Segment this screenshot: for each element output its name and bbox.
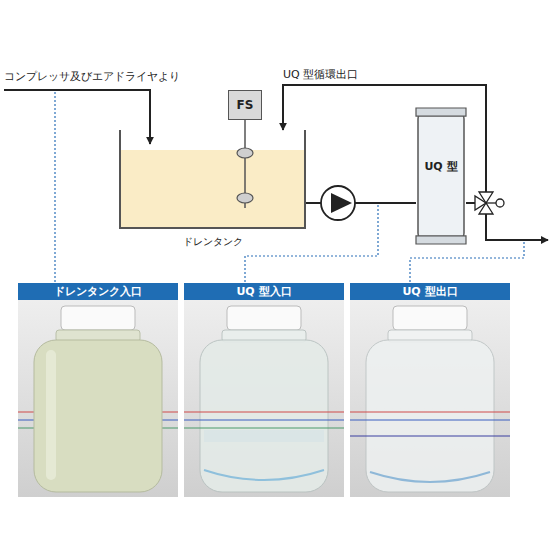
vessel-body bbox=[418, 113, 464, 238]
sample-leader bbox=[410, 242, 524, 283]
drain-liquid bbox=[121, 150, 304, 227]
sample-photo bbox=[18, 300, 178, 497]
float-ball bbox=[237, 148, 253, 158]
pump-symbol bbox=[331, 193, 352, 213]
inlet-pipe bbox=[4, 90, 150, 144]
sample-photo bbox=[350, 300, 510, 497]
node-label: FS bbox=[237, 98, 254, 112]
valve-symbol bbox=[486, 202, 496, 203]
float-ball bbox=[237, 193, 253, 203]
sample-header: UQ 型出口 bbox=[350, 283, 510, 300]
tank-outline bbox=[120, 130, 305, 228]
vessel-flange bbox=[416, 108, 466, 116]
vessel-flange bbox=[416, 236, 466, 244]
uq-vessel: UQ 型 bbox=[416, 108, 466, 244]
source-note: コンプレッサ及びエアドライヤより bbox=[4, 70, 180, 84]
sample-photo bbox=[184, 300, 344, 497]
sample-leader bbox=[245, 205, 378, 283]
sample-title: UQ 型出口 bbox=[402, 285, 457, 298]
outlet-pipe bbox=[486, 214, 548, 240]
tank-outline bbox=[120, 130, 305, 228]
sample-leader bbox=[54, 92, 55, 283]
node-label: UQ 型 bbox=[424, 160, 457, 173]
pipe-label: UQ 型循環出口 bbox=[283, 68, 358, 82]
sample-header: ドレンタンク入口 bbox=[18, 283, 178, 300]
vessel-outline bbox=[416, 108, 466, 244]
sample-header: UQ 型入口 bbox=[184, 283, 344, 300]
valve-symbol bbox=[479, 203, 493, 214]
sample-title: ドレンタンク入口 bbox=[54, 285, 142, 298]
pump-symbol bbox=[321, 186, 355, 220]
tank-name: ドレンタンク bbox=[120, 236, 305, 248]
valve-actuator bbox=[496, 199, 504, 207]
float-link bbox=[244, 120, 246, 130]
drain-tank: ドレンタンク bbox=[120, 130, 305, 228]
float-switch-box: FS bbox=[228, 90, 262, 120]
sample-title: UQ 型入口 bbox=[236, 285, 291, 298]
valve-symbol bbox=[479, 192, 493, 203]
